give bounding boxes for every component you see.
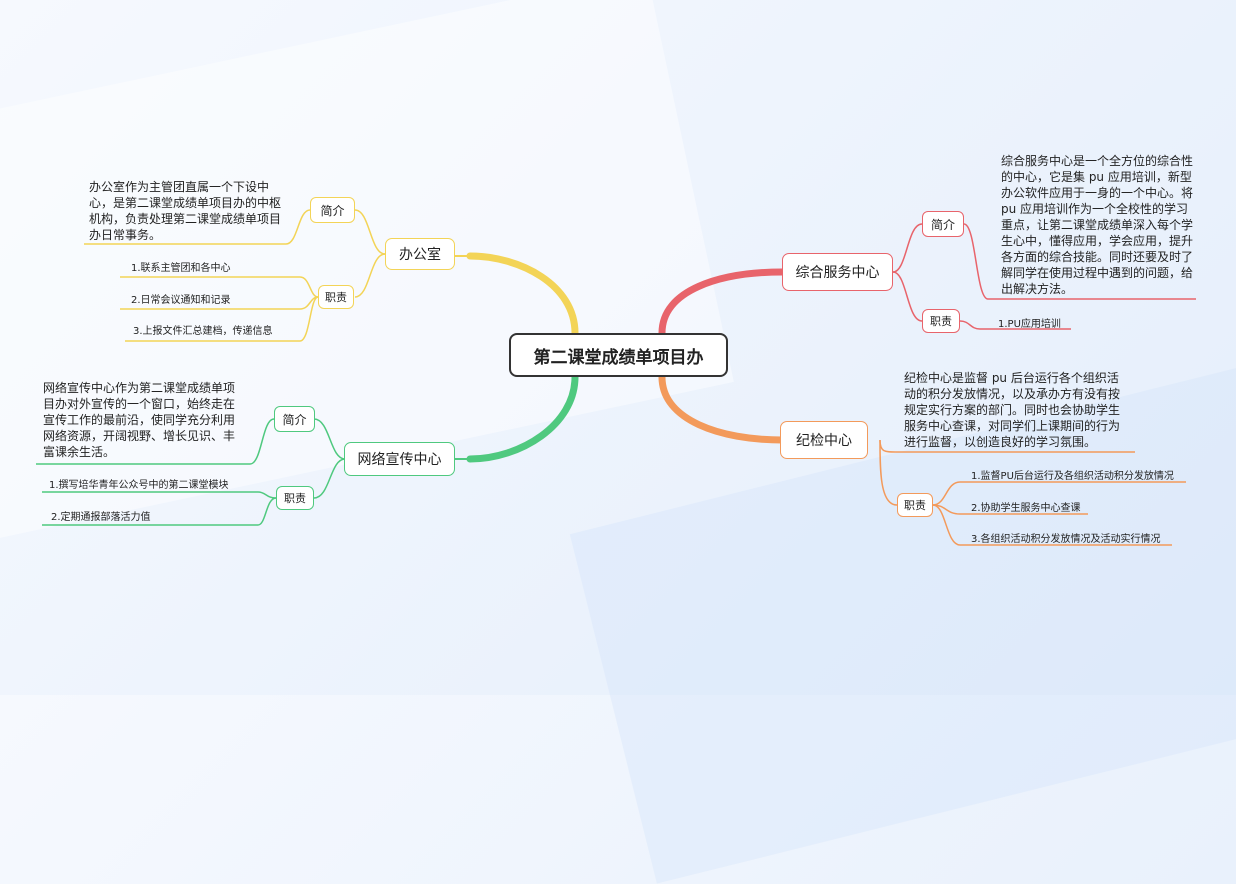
discipline-duty-line-3 [932,504,1172,546]
connector-lines [36,209,1196,546]
service-link-intro [892,223,923,273]
discipline-intro-text: 纪检中心是监督 pu 后台运行各个组织活动的积分发放情况，以及承办方有没有按规定… [904,371,1121,449]
discipline-duty-item: 3.各组织活动积分发放情况及活动实行情况 [971,534,1161,545]
root-link-service [658,268,786,337]
service-intro-text: 综合服务中心是一个全方位的综合性的中心，它是集 pu 应用培训，新型办公软件应用… [1001,154,1194,296]
media-intro-node[interactable]: 简介 [274,406,315,432]
root-link-office [466,252,579,337]
office-intro-node[interactable]: 简介 [310,197,355,223]
service-duty-line-1 [959,320,1071,330]
discipline-duty-item: 2.协助学生服务中心查课 [971,503,1081,514]
office-duty-item: 1.联系主管团和各中心 [131,263,231,274]
root-link-discipline [658,373,786,444]
service-duty-node[interactable]: 职责 [922,309,960,333]
media-node[interactable]: 网络宣传中心 [344,442,455,476]
media-duty-item: 2.定期通报部落活力值 [51,512,151,523]
media-intro-underline [36,418,275,465]
office-link-duty [354,253,386,298]
service-intro-underline [963,223,1196,300]
root-node[interactable]: 第二课堂成绩单项目办 [509,333,728,377]
service-link-duty [892,271,923,322]
media-duty-line-1 [42,491,277,499]
office-duty-line-3 [125,296,319,342]
service-duty-item: 1.PU应用培训 [998,319,1061,330]
office-node[interactable]: 办公室 [385,238,455,270]
root-link-media [466,373,579,463]
discipline-duty-node[interactable]: 职责 [897,493,933,517]
office-duty-line-1 [120,276,319,298]
office-duty-item: 3.上报文件汇总建档，传递信息 [133,326,273,337]
media-duty-line-2 [42,497,277,526]
media-intro-text: 网络宣传中心作为第二课堂成绩单项目办对外宣传的一个窗口，始终走在宣传工作的最前沿… [43,381,236,459]
media-duty-item: 1.撰写培华青年公众号中的第二课堂模块 [49,480,229,491]
service-intro-node[interactable]: 简介 [922,211,964,237]
discipline-link-duty [879,439,898,506]
office-duty-item: 2.日常会议通知和记录 [131,295,231,306]
office-intro-underline [84,209,311,245]
discipline-node[interactable]: 纪检中心 [780,421,868,459]
media-link-intro [313,418,346,460]
discipline-duty-item: 1.监督PU后台运行及各组织活动积分发放情况 [971,471,1174,482]
office-link-intro [354,209,386,255]
service-node[interactable]: 综合服务中心 [782,253,893,291]
media-duty-node[interactable]: 职责 [276,486,314,510]
discipline-duty-line-1 [932,481,1186,506]
office-duty-node[interactable]: 职责 [318,285,354,309]
media-link-duty [313,458,346,499]
office-intro-text: 办公室作为主管团直属一个下设中心，是第二课堂成绩单项目办的中枢机构，负责处理第二… [89,180,282,242]
